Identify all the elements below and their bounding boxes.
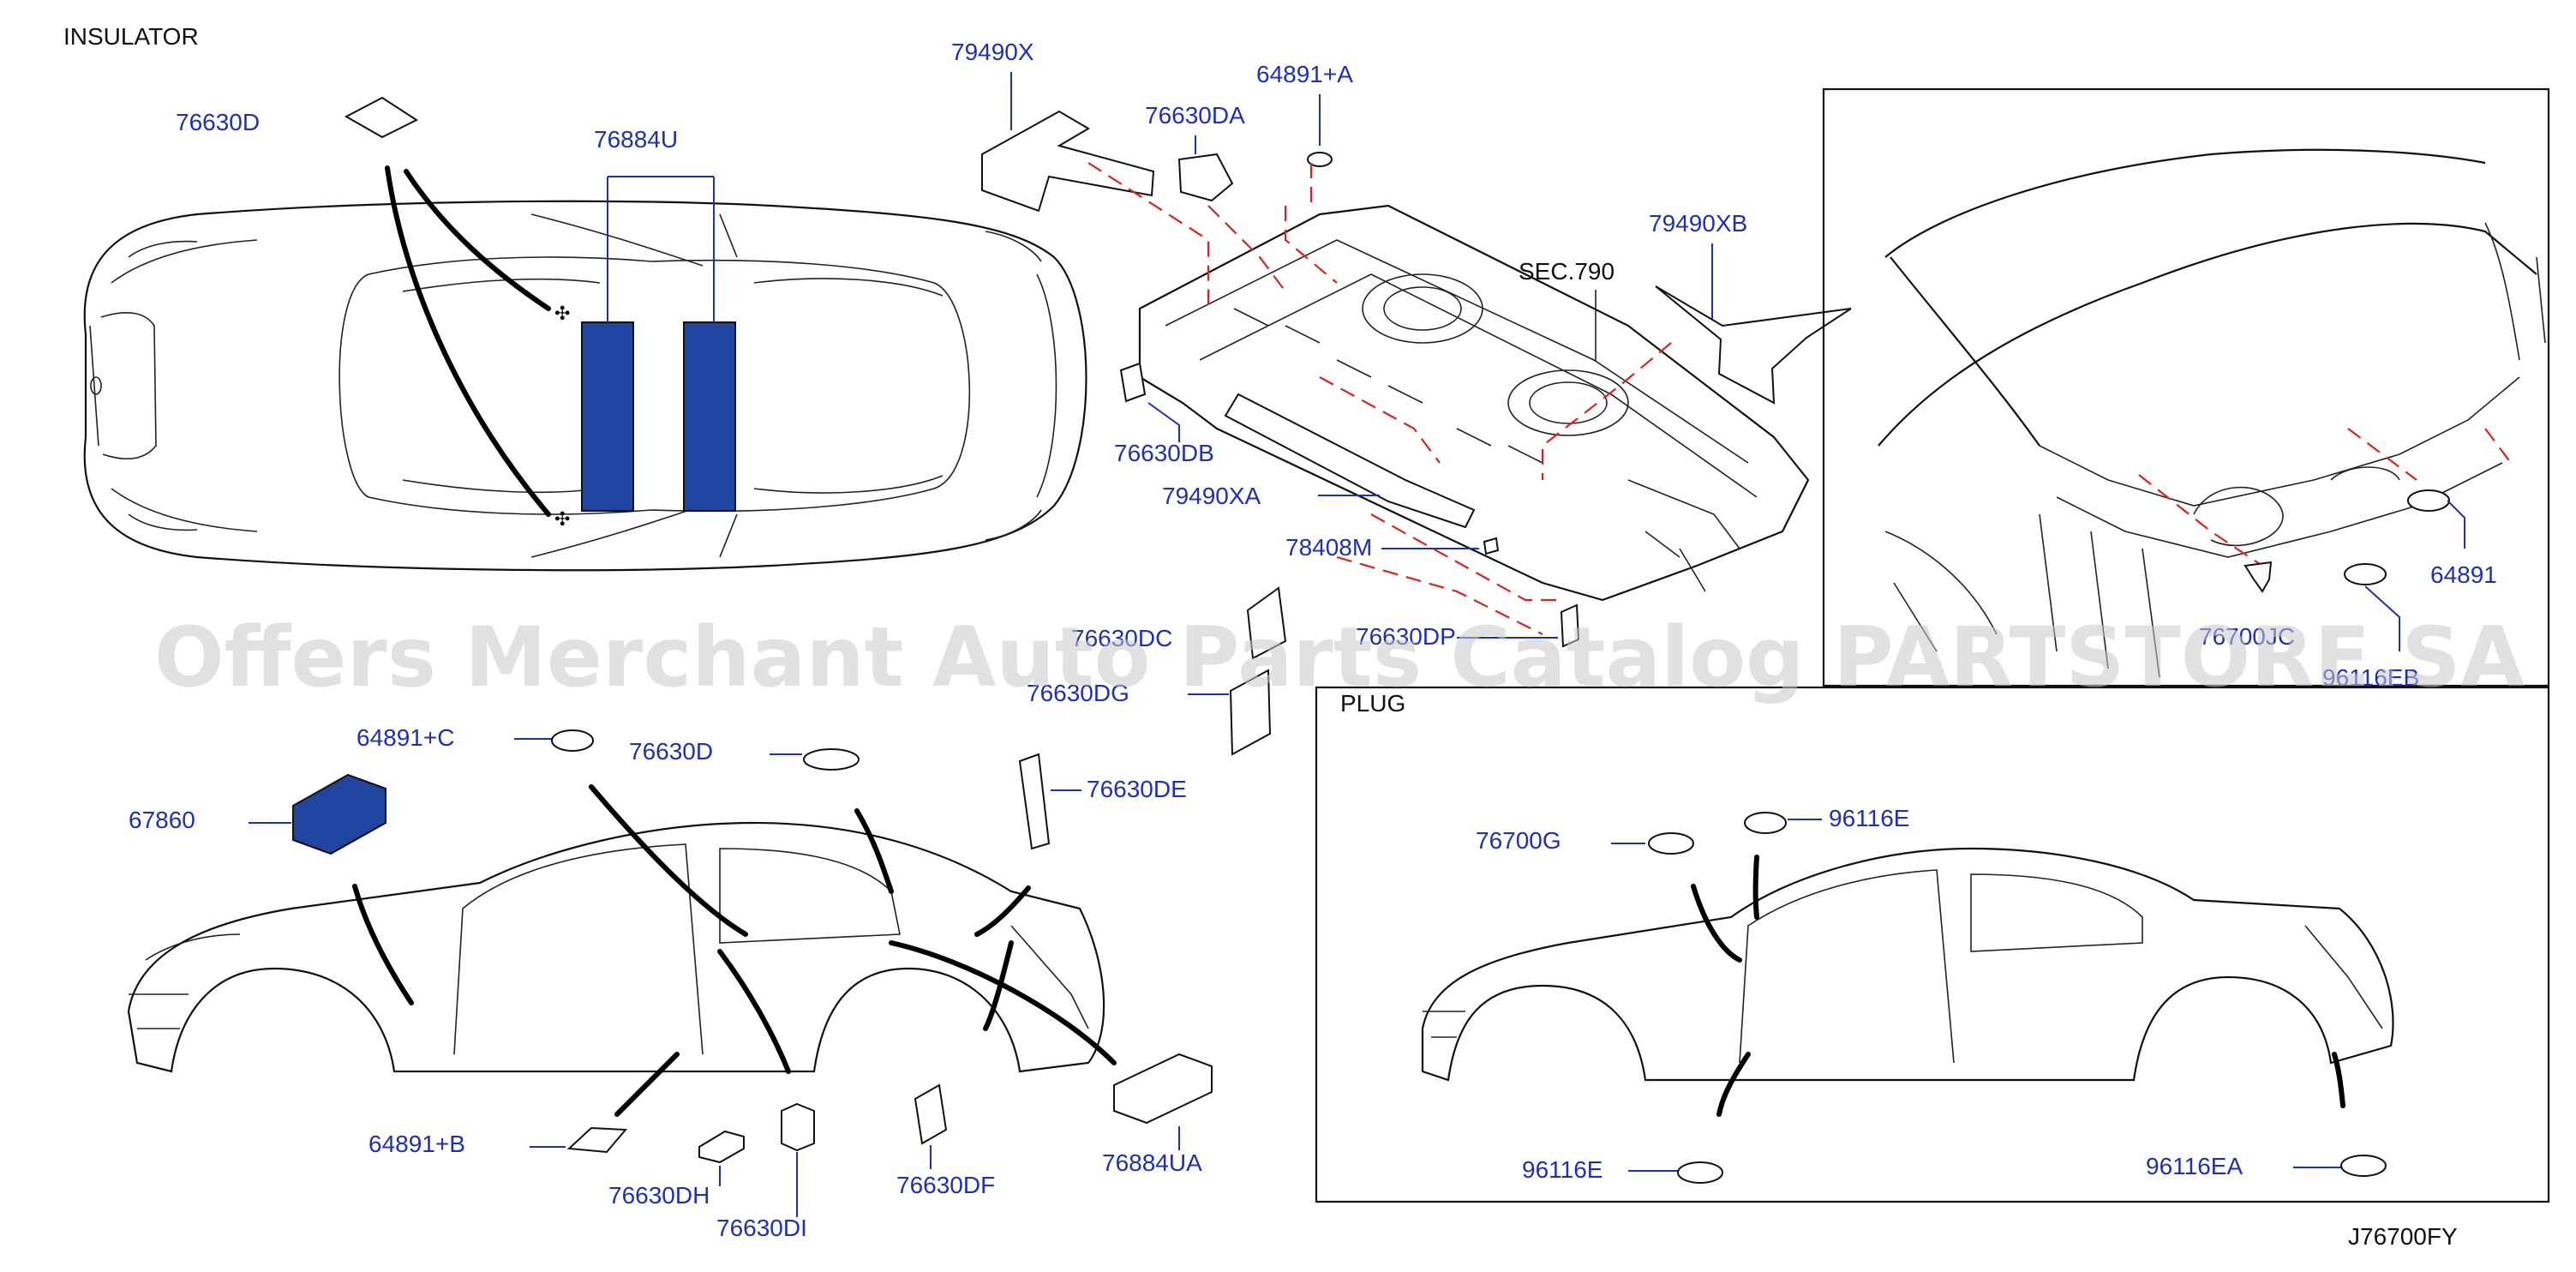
- trunk-floor-assembly: [1138, 204, 1810, 602]
- svg-text:✣: ✣: [554, 509, 570, 531]
- label-76700G: 76700G: [1476, 827, 1561, 854]
- label-96116E-top: 96116E: [1829, 805, 1909, 831]
- label-96116EB: 96116EB: [2322, 664, 2419, 691]
- label-76630DG: 76630DG: [1027, 680, 1129, 706]
- part-76630D-mid: [803, 748, 860, 771]
- part-76630DA: [1177, 153, 1234, 202]
- part-76630DC: [1246, 586, 1287, 660]
- plug-box: [1315, 686, 2550, 1203]
- insulator-pad-right: [683, 321, 736, 512]
- part-64891: [2407, 489, 2450, 512]
- label-76630DE: 76630DE: [1087, 776, 1187, 802]
- label-76630DC: 76630DC: [1071, 625, 1172, 651]
- part-76630DH: [698, 1130, 745, 1164]
- part-96116E-bottom: [1677, 1161, 1723, 1184]
- label-96116E-bottom: 96116E: [1522, 1156, 1603, 1183]
- part-96116EA: [2340, 1155, 2387, 1177]
- label-76630DB: 76630DB: [1114, 440, 1214, 466]
- car-side-view: [127, 784, 1117, 1117]
- label-64891B: 64891+B: [368, 1131, 465, 1157]
- label-79490X: 79490X: [951, 39, 1034, 65]
- dashed-guides: [1087, 162, 1672, 635]
- part-76700JC: [2244, 561, 2273, 593]
- part-76630D-pad: [344, 96, 419, 139]
- detail-box-rear: [1822, 87, 2550, 687]
- car-side-view-plug: [1421, 847, 2394, 1117]
- label-76630D-mid: 76630D: [629, 738, 713, 765]
- label-76700JC: 76700JC: [2199, 623, 2295, 650]
- insulator-pad-left: [581, 321, 634, 512]
- part-76630DB: [1119, 362, 1147, 403]
- label-79490XB: 79490XB: [1649, 210, 1747, 237]
- part-76630DE: [1018, 753, 1051, 850]
- label-64891C: 64891+C: [356, 724, 454, 751]
- part-76700G: [1648, 832, 1694, 855]
- part-78408M: [1483, 537, 1500, 555]
- part-79490X: [981, 110, 1155, 213]
- insulator-header: INSULATOR: [63, 23, 199, 50]
- label-64891: 64891: [2430, 561, 2497, 588]
- part-96116EB: [2344, 563, 2387, 585]
- svg-text:✣: ✣: [554, 303, 570, 325]
- label-76630D-top: 76630D: [176, 109, 260, 135]
- label-76630DP: 76630DP: [1356, 623, 1456, 650]
- label-76630DF: 76630DF: [896, 1172, 995, 1198]
- label-76884U: 76884U: [594, 126, 678, 153]
- part-76630DP: [1560, 603, 1580, 648]
- part-76630DF: [914, 1083, 948, 1145]
- watermark-text: Offers Merchant Auto Parts Catalog PARTS…: [154, 609, 2525, 705]
- rear-body-detail: [1878, 148, 2546, 678]
- label-76630DA: 76630DA: [1145, 102, 1245, 129]
- part-76884UA: [1113, 1053, 1213, 1125]
- part-64891C: [551, 729, 594, 752]
- plug-header: PLUG: [1340, 690, 1405, 717]
- section-ref: SEC.790: [1519, 258, 1614, 285]
- label-76884UA: 76884UA: [1102, 1149, 1202, 1176]
- part-64891B: [566, 1126, 628, 1154]
- part-79490XB: [1655, 285, 1852, 405]
- label-64891A: 64891+A: [1256, 61, 1353, 87]
- part-76630DI: [781, 1102, 815, 1152]
- label-96116EA: 96116EA: [2146, 1153, 2243, 1179]
- label-79490XA: 79490XA: [1162, 483, 1261, 509]
- label-78408M: 78408M: [1285, 534, 1372, 561]
- car-top-view: ✣ ✣: [83, 165, 1087, 572]
- part-96116E-top: [1744, 812, 1787, 834]
- part-76630DG: [1229, 669, 1272, 756]
- label-76630DH: 76630DH: [608, 1182, 710, 1209]
- label-76630DI: 76630DI: [716, 1215, 807, 1241]
- part-67860: [292, 773, 386, 855]
- diagram-code: J76700FY: [2348, 1223, 2458, 1250]
- label-67860: 67860: [129, 807, 195, 833]
- part-64891A: [1307, 152, 1333, 167]
